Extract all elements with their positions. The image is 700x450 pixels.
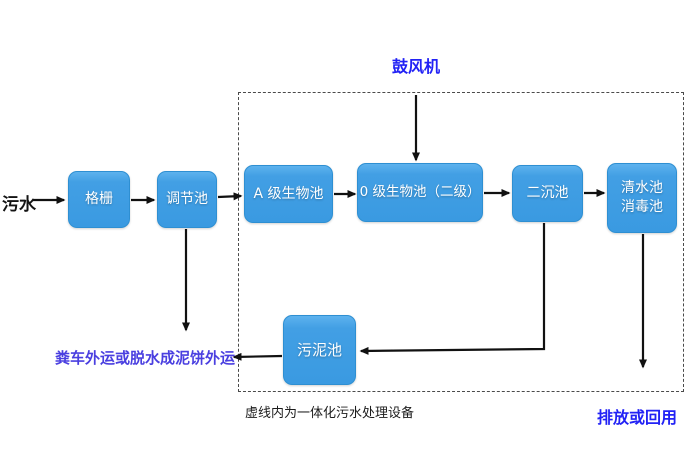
dashed-box-caption: 虚线内为一体化污水处理设备 (245, 406, 415, 421)
node-sludge-tank: 污泥池 (283, 315, 356, 385)
node-regulating-tank: 调节池 (157, 171, 217, 228)
sludge-disposal-label: 粪车外运或脱水成泥饼外运 (55, 349, 236, 367)
node-grid-screen: 格栅 (68, 171, 130, 228)
disinfection-tank-label: 消毒池 (621, 199, 663, 215)
integrated-equipment-dashed-boundary (238, 92, 684, 392)
discharge-reuse-label: 排放或回用 (597, 408, 678, 427)
clearwater-tank-label: 清水池 (621, 180, 663, 197)
node-clearwater-disinfection-tank: 清水池 消毒池 (607, 163, 677, 233)
node-a-grade-bio-tank: A 级生物池 (244, 165, 333, 223)
sewage-inflow-label: 污水 (2, 195, 36, 215)
node-secondary-sedimentation-tank: 二沉池 (512, 165, 583, 222)
node-o-grade-bio-tank: 0 级生物池（二级） (357, 163, 483, 222)
blower-label: 鼓风机 (392, 57, 441, 76)
